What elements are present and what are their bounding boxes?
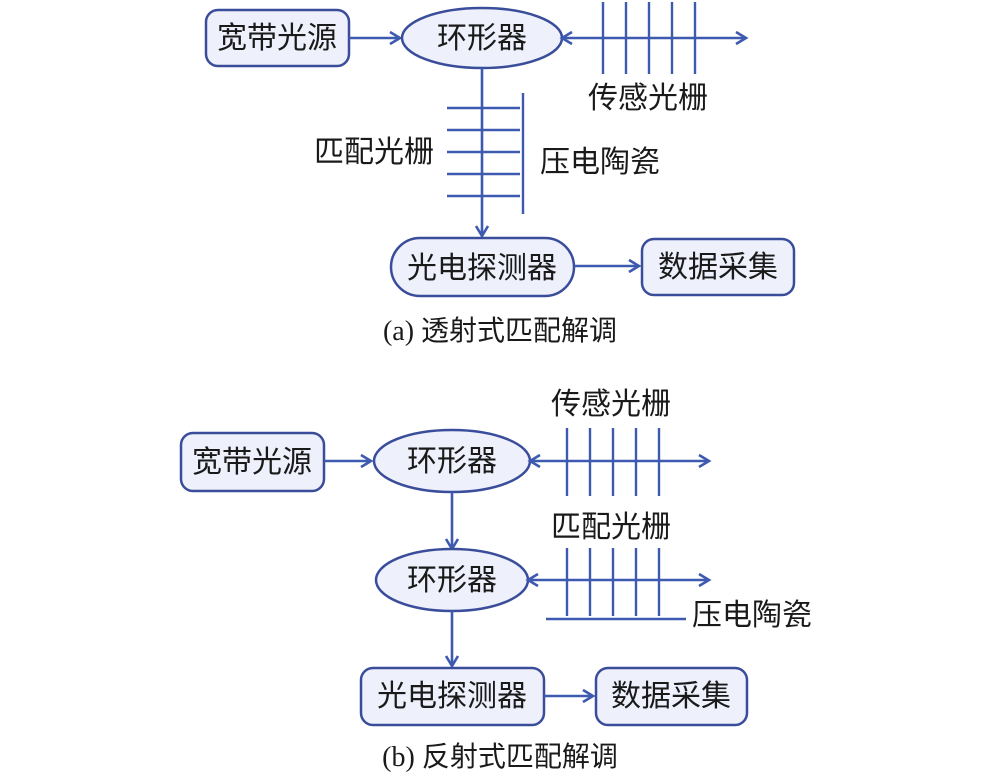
b-caption: (b) 反射式匹配解调 [382, 741, 618, 773]
b-sensing-grating [565, 428, 661, 496]
a-circulator: 环形器 [400, 6, 564, 70]
a-arrowhead [389, 30, 403, 46]
b-circulator-2: 环形器 [374, 547, 530, 613]
b-circulator-1-label: 环形器 [407, 445, 497, 478]
b-photodetector-label: 光电探测器 [377, 680, 527, 713]
b-arrowhead [527, 453, 541, 469]
b-circulator-2-label: 环形器 [407, 564, 497, 597]
b-photodetector: 光电探测器 [359, 666, 546, 727]
a-sensing-grating [601, 2, 697, 74]
a-broadband-source-label: 宽带光源 [217, 22, 337, 55]
b-circulator-1: 环形器 [372, 428, 532, 494]
b-data-acquisition: 数据采集 [594, 666, 749, 727]
b-broadband-source: 宽带光源 [179, 431, 326, 493]
a-caption: (a) 透射式匹配解调 [383, 315, 617, 347]
diagram-a: 宽带光源 环形器 传感光栅 [204, 2, 796, 347]
b-broadband-source-label: 宽带光源 [192, 446, 312, 479]
b-data-acquisition-label: 数据采集 [611, 680, 731, 713]
b-arrowhead [360, 453, 374, 469]
b-arrowhead [582, 688, 596, 704]
a-arrowhead [559, 30, 573, 46]
a-photodetector-label: 光电探测器 [407, 252, 557, 285]
b-sensing-grating-label: 传感光栅 [551, 388, 671, 421]
a-arrowhead [735, 30, 749, 46]
b-arrowhead [698, 453, 712, 469]
diagram-b: 宽带光源 环形器 传感光栅 环形器 [179, 388, 812, 773]
a-data-acquisition: 数据采集 [640, 237, 796, 297]
b-arrowhead [444, 655, 460, 669]
b-matched-grating-label: 匹配光栅 [551, 511, 671, 544]
a-data-acquisition-label: 数据采集 [658, 251, 778, 284]
a-photodetector: 光电探测器 [389, 236, 576, 298]
a-matched-grating [447, 106, 520, 198]
a-circulator-label: 环形器 [437, 22, 527, 55]
b-arrowhead [525, 572, 539, 588]
a-broadband-source: 宽带光源 [204, 8, 351, 68]
a-matched-grating-label: 匹配光栅 [314, 136, 434, 169]
b-arrowhead [698, 572, 712, 588]
a-sensing-grating-label: 传感光栅 [588, 82, 708, 115]
b-matched-grating [565, 548, 661, 616]
a-piezo-ceramic-label: 压电陶瓷 [540, 146, 660, 179]
a-arrowhead [474, 225, 490, 239]
a-arrowhead [628, 258, 642, 274]
b-piezo-ceramic-label: 压电陶瓷 [692, 599, 812, 632]
